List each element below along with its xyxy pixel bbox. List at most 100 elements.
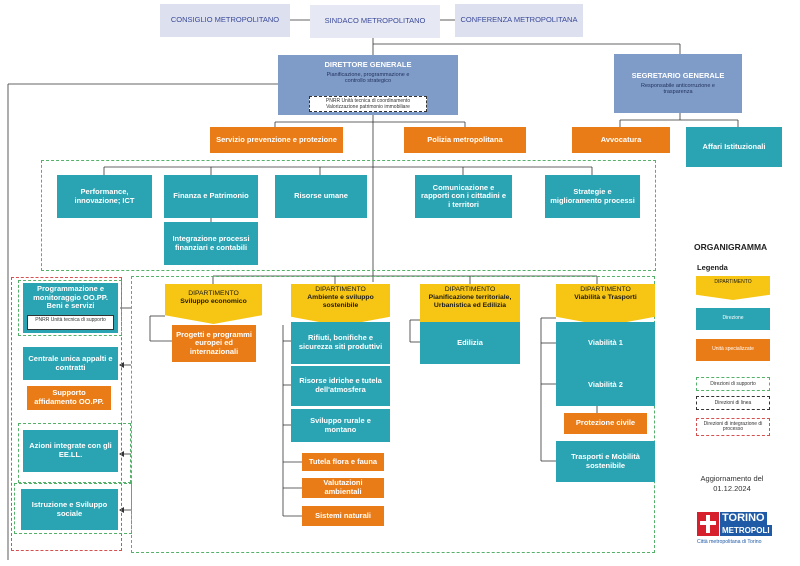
dept-viabilita-name: Viabilità e Trasporti [574,293,637,301]
torino-metropoli-logo: TORINO METROPOLI Città metropolitana di … [697,512,781,548]
viabilita-1-label: Viabilità 1 [588,337,623,347]
logo-line2: METROPOLI [720,525,772,536]
performance-box: Performance, innovazione; ICT [57,175,152,218]
azioni-frame [18,423,131,483]
dept-territoriale-name: Pianificazione territoriale, Urbanistica… [428,293,512,309]
sviluppo-rurale-box: Sviluppo rurale e montano [291,409,390,442]
performance-label: Performance, innovazione; ICT [74,186,135,205]
servizio-prevenzione-box: Servizio prevenzione e protezione [210,127,343,153]
risorse-umane-label: Risorse umane [294,191,348,201]
integration-frame [11,277,122,551]
legend-linea-label: Direzioni di linea [714,400,752,406]
dept-ambiente-label: DIPARTIMENTO [315,286,366,293]
conferenza-box: CONFERENZA METROPOLITANA [455,4,583,37]
trasporti-label: Trasporti e Mobilità sostenibile [571,451,640,470]
azioni-label: Azioni integrate con gli EE.LL. [29,441,112,459]
pnrr-coordinamento-box: PNRR Unità tecnica di coordinamento Valo… [309,96,427,112]
supporto-affidamento-box: Supporto affidamento OO.PP. [27,386,111,410]
support-frame [41,160,656,271]
dept-ambiente-header: DIPARTIMENTO Ambiente e sviluppo sosteni… [291,284,390,326]
sindaco-label: SINDACO METROPOLITANO [324,16,426,26]
protezione-civile-label: Protezione civile [575,418,636,428]
logo-line1: TORINO [720,512,767,525]
legend-unita-label: Unità specializzate [712,346,754,353]
legend-dipartimento: DIPARTIMENTO [696,276,770,300]
trasporti-box: Trasporti e Mobilità sostenibile [556,441,655,482]
protezione-civile-box: Protezione civile [564,413,647,434]
dept-economico-name: Sviluppo economico [180,297,247,305]
polizia-label: Polizia metropolitana [427,134,503,144]
departments-frame [131,276,655,553]
logo-shield-icon [697,512,719,536]
risorse-idriche-box: Risorse idriche e tutela dell'atmosfera [291,366,390,406]
legend-supporto: Direzioni di supporto [696,377,770,391]
sviluppo-rurale-label: Sviluppo rurale e montano [310,415,371,434]
istruzione-label: Istruzione e Sviluppo sociale [31,499,108,518]
dept-ambiente-name: Ambiente e sviluppo sostenibile [307,293,374,309]
viabilita-2-label: Viabilità 2 [588,379,623,389]
programmazione-label: Programmazione e monitoraggio OO.PP. Ben… [33,284,108,311]
direttore-title: DIRETTORE GENERALE [324,60,412,69]
legend-dipartimento-label: DIPARTIMENTO [714,279,752,285]
direttore-subtitle: Pianificazione, programmazione e control… [326,71,410,84]
finanza-label: Finanza e Patrimonio [173,191,249,201]
dept-viabilita-label: DIPARTIMENTO [580,286,631,293]
risorse-umane-box: Risorse umane [275,175,367,218]
consiglio-box: CONSIGLIO METROPOLITANO [160,4,290,37]
legend-integrazione: Direzioni di integrazione di processo [696,418,770,436]
valutazioni-ambientali-label: Valutazioni ambientali [323,478,363,496]
polizia-box: Polizia metropolitana [404,127,526,153]
legend-supporto-label: Direzioni di supporto [710,381,756,387]
comunicazione-label: Comunicazione e rapporti con i cittadini… [420,182,506,209]
sindaco-box: SINDACO METROPOLITANO [310,5,440,38]
segretario-title: SEGRETARIO GENERALE [631,70,725,80]
conferenza-label: CONFERENZA METROPOLITANA [460,15,578,25]
pnrr-supporto-box: PNRR Unità tecnica di supporto [27,315,114,330]
rifiuti-box: Rifiuti, bonifiche e sicurezza siti prod… [291,322,390,364]
dept-viabilita-header: DIPARTIMENTO Viabilità e Trasporti [556,284,655,326]
update-date: Aggiornamento del 01.12.2024 [700,474,764,493]
centrale-label: Centrale unica appalti e contratti [28,353,113,372]
logo-tagline: Città metropolitana di Torino [697,539,762,545]
pnrr-supporto-label: PNRR Unità tecnica di supporto [35,317,106,323]
avvocatura-box: Avvocatura [572,127,670,153]
legend-integrazione-label: Direzioni di integrazione di processo [703,420,763,432]
dept-territoriale-label: DIPARTIMENTO [444,286,496,293]
programmazione-frame [18,280,122,336]
risorse-idriche-label: Risorse idriche e tutela dell'atmosfera [299,376,382,394]
edilizia-box: Edilizia [420,322,520,364]
pnrr-coordinamento-label: PNRR Unità tecnica di coordinamento Valo… [325,98,411,110]
tutela-flora-label: Tutela flora e fauna [308,456,378,466]
integrazione-box: Integrazione processi finanziari e conta… [164,222,258,265]
dept-economico-header: DIPARTIMENTO Sviluppo economico [165,284,262,324]
segretario-generale-box: SEGRETARIO GENERALE Responsabile anticor… [614,54,742,113]
strategie-label: Strategie e miglioramento processi [550,186,635,205]
azioni-box: Azioni integrate con gli EE.LL. [23,430,118,472]
viabilita-2-box: Viabilità 2 [556,364,655,406]
consiglio-label: CONSIGLIO METROPOLITANO [170,15,280,25]
centrale-box: Centrale unica appalti e contratti [23,347,118,380]
legend-direzione-label: Direzione [722,315,744,322]
supporto-affidamento-label: Supporto affidamento OO.PP. [34,388,104,406]
legend-linea: Direzioni di linea [696,396,770,410]
finanza-box: Finanza e Patrimonio [164,175,258,218]
istruzione-box: Istruzione e Sviluppo sociale [21,489,118,530]
progetti-europei-label: Progetti e programmi europei ed internaz… [176,329,252,356]
sistemi-naturali-box: Sistemi naturali [302,506,384,526]
servizio-prevenzione-label: Servizio prevenzione e protezione [216,134,337,144]
affari-istituzionali-box: Affari Istituzionali [686,127,782,167]
strategie-box: Strategie e miglioramento processi [545,175,640,218]
legend-unita: Unità specializzate [696,339,770,361]
integrazione-label: Integrazione processi finanziari e conta… [172,233,250,252]
progetti-europei-box: Progetti e programmi europei ed internaz… [172,325,256,362]
legend-title: Legenda [697,263,728,272]
legend-direzione: Direzione [696,308,770,330]
dept-economico-label: DIPARTIMENTO [188,290,239,297]
sistemi-naturali-label: Sistemi naturali [315,510,371,520]
segretario-subtitle: Responsabile anticorruzione e trasparenz… [641,82,715,95]
rifiuti-label: Rifiuti, bonifiche e sicurezza siti prod… [298,333,383,351]
edilizia-label: Edilizia [457,337,483,347]
affari-label: Affari Istituzionali [702,141,766,151]
organigramma-heading: ORGANIGRAMMA [694,242,768,252]
valutazioni-ambientali-box: Valutazioni ambientali [302,478,384,498]
